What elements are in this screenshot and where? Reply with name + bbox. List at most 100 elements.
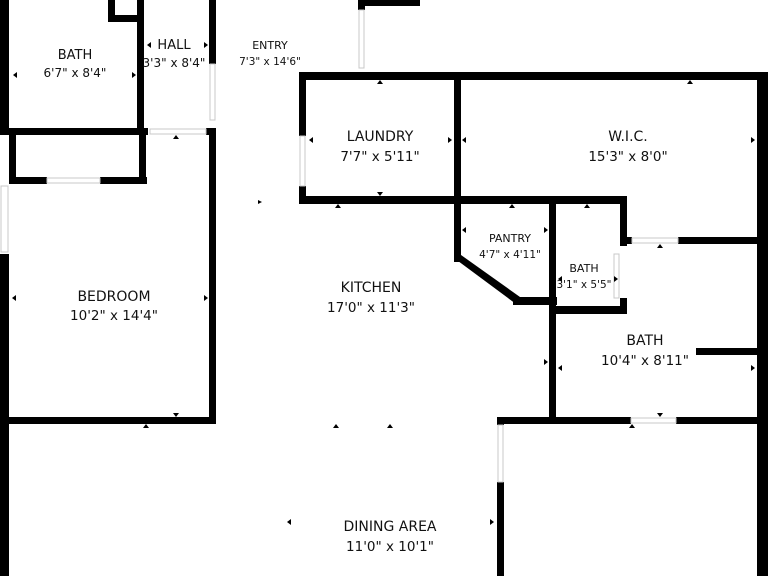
- room-dims: 7'7" x 5'11": [340, 149, 419, 165]
- room-hall: HALL 3'3" x 8'4": [143, 38, 206, 70]
- room-name: BATH: [569, 262, 598, 275]
- room-bedroom: BEDROOM 10'2" x 14'4": [70, 289, 158, 324]
- room-name: HALL: [157, 38, 191, 53]
- tick: [132, 72, 136, 78]
- door-wic: [631, 237, 679, 244]
- tick: [509, 204, 515, 208]
- tick: [13, 72, 17, 78]
- tick: [377, 192, 383, 196]
- room-dims: 7'3" x 14'6": [239, 56, 301, 68]
- wall-closet-bottom-right: [100, 177, 147, 184]
- wall-wic-right: [757, 72, 768, 244]
- room-bath-small: BATH 3'1" x 5'5": [556, 262, 611, 291]
- door-dining: [497, 424, 504, 483]
- door-bath-e: [630, 417, 677, 424]
- door-entry-top: [358, 9, 365, 69]
- door-bedroom-window: [0, 185, 9, 253]
- door-smallbath: [613, 253, 620, 299]
- tick: [143, 424, 149, 428]
- door-laundry: [299, 135, 306, 187]
- wall-hall-entry-divider: [209, 0, 216, 64]
- wall-pantry-diagonal: [454, 255, 520, 304]
- wall-bedroom-right: [209, 128, 216, 424]
- room-entry: ENTRY 7'3" x 14'6": [239, 39, 301, 68]
- tick: [629, 424, 635, 428]
- tick: [204, 42, 208, 48]
- room-dining: DINING AREA 11'0" x 10'1": [343, 519, 436, 555]
- wall-left-bottom: [0, 420, 9, 576]
- room-dims: 10'2" x 14'4": [70, 308, 158, 324]
- tick: [57, 128, 63, 132]
- tick: [173, 135, 179, 139]
- tick: [490, 519, 494, 525]
- wall-laundry-top: [299, 72, 768, 80]
- wall-bath-e-bottom-left: [549, 417, 631, 424]
- door-hall-bottom: [149, 128, 207, 135]
- tick: [462, 227, 466, 233]
- tick: [204, 295, 208, 301]
- wall-laundry-wic-divider: [454, 72, 461, 204]
- wall-bath-e-bottom-right: [676, 417, 768, 424]
- room-name: LAUNDRY: [347, 129, 414, 145]
- door-closet: [46, 177, 101, 184]
- tick: [105, 128, 111, 132]
- tick: [12, 295, 16, 301]
- tick: [147, 42, 151, 48]
- room-dims: 15'3" x 8'0": [588, 149, 667, 165]
- wall-closet-right: [139, 128, 146, 184]
- tick: [657, 413, 663, 417]
- doors: [0, 9, 679, 483]
- wall-dining-right-upper: [497, 417, 504, 425]
- room-name: PANTRY: [489, 232, 531, 245]
- tick: [287, 519, 291, 525]
- tick: [614, 276, 618, 282]
- wall-entry-top-return: [358, 0, 420, 6]
- room-labels: BATH 6'7" x 8'4" HALL 3'3" x 8'4" ENTRY …: [44, 38, 689, 555]
- wall-bath-e-shower: [696, 348, 768, 355]
- tick: [462, 137, 466, 143]
- wall-bath-top-stub: [108, 0, 115, 20]
- room-name: BATH: [58, 48, 93, 63]
- tick: [558, 365, 562, 371]
- tick: [309, 137, 313, 143]
- wall-laundry-bottom: [299, 196, 627, 204]
- wall-smallbath-bottom: [549, 306, 627, 314]
- tick: [751, 365, 755, 371]
- room-dims: 4'7" x 4'11": [479, 249, 541, 261]
- room-pantry: PANTRY 4'7" x 4'11": [479, 232, 541, 261]
- wall-wic-bottom-right: [678, 237, 768, 244]
- wall-left-lower: [0, 254, 9, 422]
- wall-pantry-left: [454, 196, 461, 262]
- tick: [335, 204, 341, 208]
- wall-closet-left: [9, 128, 16, 184]
- room-bath-e: BATH 10'4" x 8'11": [601, 333, 689, 369]
- room-name: DINING AREA: [343, 519, 436, 535]
- room-kitchen: KITCHEN 17'0" x 11'3": [327, 280, 415, 316]
- room-dims: 3'3" x 8'4": [143, 56, 206, 70]
- room-name: W.I.C.: [608, 129, 648, 145]
- tick: [657, 244, 663, 248]
- wall-closet-bottom-left: [9, 177, 47, 184]
- tick: [377, 80, 383, 84]
- room-wic: W.I.C. 15'3" x 8'0": [588, 129, 667, 165]
- wall-bath-top-return: [108, 15, 140, 22]
- room-dims: 17'0" x 11'3": [327, 300, 415, 316]
- wall-wic-bottom-left-stub: [620, 196, 627, 246]
- wall-laundry-left-bottom: [299, 186, 306, 204]
- room-laundry: LAUNDRY 7'7" x 5'11": [340, 129, 419, 165]
- wall-wic-bottom-stub: [620, 237, 632, 244]
- tick: [584, 204, 590, 208]
- wall-bath-bottom: [0, 128, 148, 135]
- room-bath-nw: BATH 6'7" x 8'4": [44, 48, 107, 80]
- wall-bedroom-bottom: [0, 417, 216, 424]
- room-dims: 11'0" x 10'1": [346, 539, 434, 555]
- wall-dining-top: [497, 417, 557, 424]
- wall-dining-right-lower: [497, 482, 504, 576]
- room-name: BEDROOM: [77, 289, 150, 305]
- measure-ticks: [12, 42, 755, 525]
- wall-pantry-bottom: [513, 297, 557, 305]
- wall-left-upper: [0, 0, 9, 135]
- tick: [333, 424, 339, 428]
